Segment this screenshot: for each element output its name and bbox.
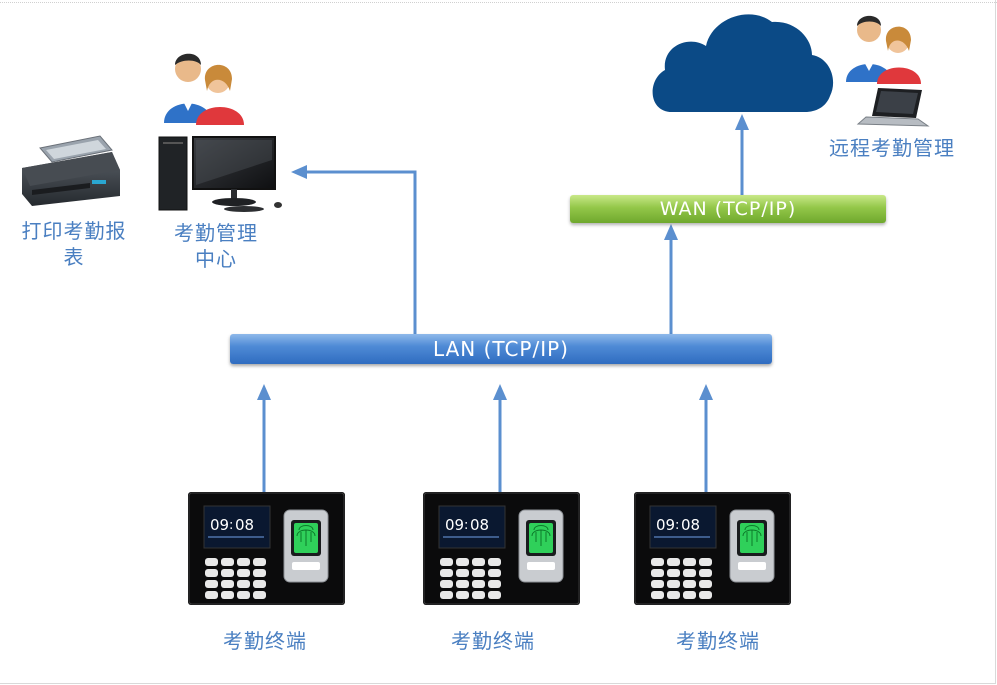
printer-icon xyxy=(22,135,120,206)
arrow-wan-to-cloud xyxy=(735,114,749,195)
label-remote-management: 远程考勤管理 xyxy=(829,136,955,160)
desktop-computer-icon xyxy=(158,136,282,212)
label-management-center: 考勤管理 中心 xyxy=(174,221,258,271)
lan-bar: LAN (TCP/IP) xyxy=(230,334,772,364)
fingerprint-terminal-icon: 09 : 08 xyxy=(634,492,791,605)
arrow-lan-to-wan xyxy=(664,224,678,334)
label-print-reports: 打印考勤报 表 xyxy=(21,219,127,269)
users-icon xyxy=(164,53,244,125)
cloud-icon xyxy=(652,14,834,112)
laptop-icon xyxy=(856,88,930,127)
label-terminal-3: 考勤终端 xyxy=(676,629,760,653)
fingerprint-terminal-icon: 09 : 08 xyxy=(423,492,580,605)
lan-label: LAN (TCP/IP) xyxy=(433,337,569,361)
wan-label: WAN (TCP/IP) xyxy=(659,198,797,220)
svg-text::: : xyxy=(464,518,468,533)
arrow-terminal-1-to-lan xyxy=(257,384,271,492)
users-remote-icon xyxy=(846,15,921,84)
label-terminal-1: 考勤终端 xyxy=(223,629,307,653)
fingerprint-terminal-icon: 09 : 08 xyxy=(188,492,345,605)
svg-text::: : xyxy=(675,518,679,533)
arrows xyxy=(257,114,749,492)
arrow-terminal-3-to-lan xyxy=(699,384,713,492)
terminal-time: 09 xyxy=(656,516,675,534)
terminal-time: 09 xyxy=(445,516,464,534)
top-border xyxy=(0,2,997,4)
arrow-terminal-2-to-lan xyxy=(493,384,507,492)
svg-text:08: 08 xyxy=(681,516,700,534)
terminal-time: 09 xyxy=(210,516,229,534)
svg-text:08: 08 xyxy=(235,516,254,534)
arrow-lan-to-center xyxy=(291,165,417,334)
svg-text::: : xyxy=(229,518,233,533)
wan-bar: WAN (TCP/IP) xyxy=(570,195,886,223)
svg-text:08: 08 xyxy=(470,516,489,534)
label-terminal-2: 考勤终端 xyxy=(451,629,535,653)
